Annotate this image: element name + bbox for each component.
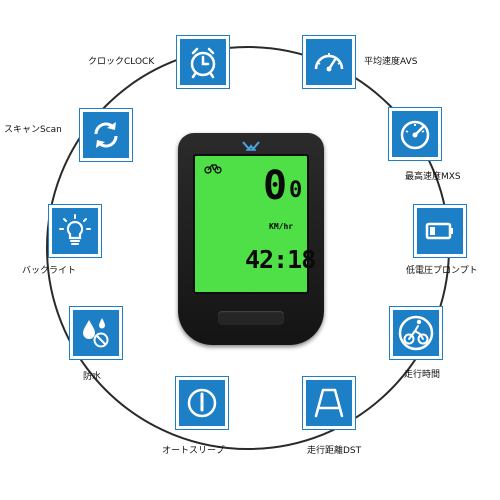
label-low-battery: 低電圧プロンプト <box>406 266 478 276</box>
tile-max-speed <box>389 108 441 160</box>
tile-clock <box>177 36 229 88</box>
clock-icon <box>190 47 216 79</box>
tile-waterproof <box>70 307 122 359</box>
battery-icon <box>425 222 453 240</box>
label-ride-time: 走行時間 <box>404 370 441 380</box>
device-button[interactable] <box>218 311 284 325</box>
tile-scan <box>80 109 132 161</box>
tile-auto-sleep <box>176 377 228 429</box>
tile-low-battery <box>414 205 466 257</box>
water-drops-icon <box>83 318 109 348</box>
label-backlight: バックライト <box>22 266 77 276</box>
time-readout: 42:18 <box>245 245 316 274</box>
label-clock: クロックCLOCK <box>88 57 155 67</box>
gauge-icon <box>400 120 430 150</box>
bike-computer: 0 0 KM/hr 42:18 <box>178 133 324 345</box>
label-scan: スキャンScan <box>4 125 62 135</box>
speed-decimal: 0 <box>289 178 303 203</box>
label-distance: 走行距離DST <box>307 446 362 456</box>
speed-digits: 0 <box>263 163 287 209</box>
cyclist-icon <box>398 315 434 351</box>
speedometer-icon <box>314 53 344 72</box>
label-max-speed: 最高速度MXS <box>405 172 461 182</box>
tile-ride-time <box>390 307 442 359</box>
speed-unit: KM/hr <box>269 222 294 231</box>
bike-icon <box>204 164 222 174</box>
refresh-icon <box>94 122 118 148</box>
label-avg-speed: 平均速度AVS <box>364 57 418 67</box>
brand-logo-icon <box>242 141 260 151</box>
tile-avg-speed <box>303 36 355 88</box>
label-auto-sleep: オートスリープ <box>162 446 225 456</box>
road-icon <box>314 388 344 418</box>
lightbulb-icon <box>59 214 91 245</box>
lcd-screen: 0 0 KM/hr 42:18 <box>193 154 316 294</box>
power-icon <box>187 388 217 418</box>
label-waterproof: 防水 <box>83 372 102 382</box>
tile-distance <box>303 377 355 429</box>
tile-backlight <box>49 205 101 257</box>
